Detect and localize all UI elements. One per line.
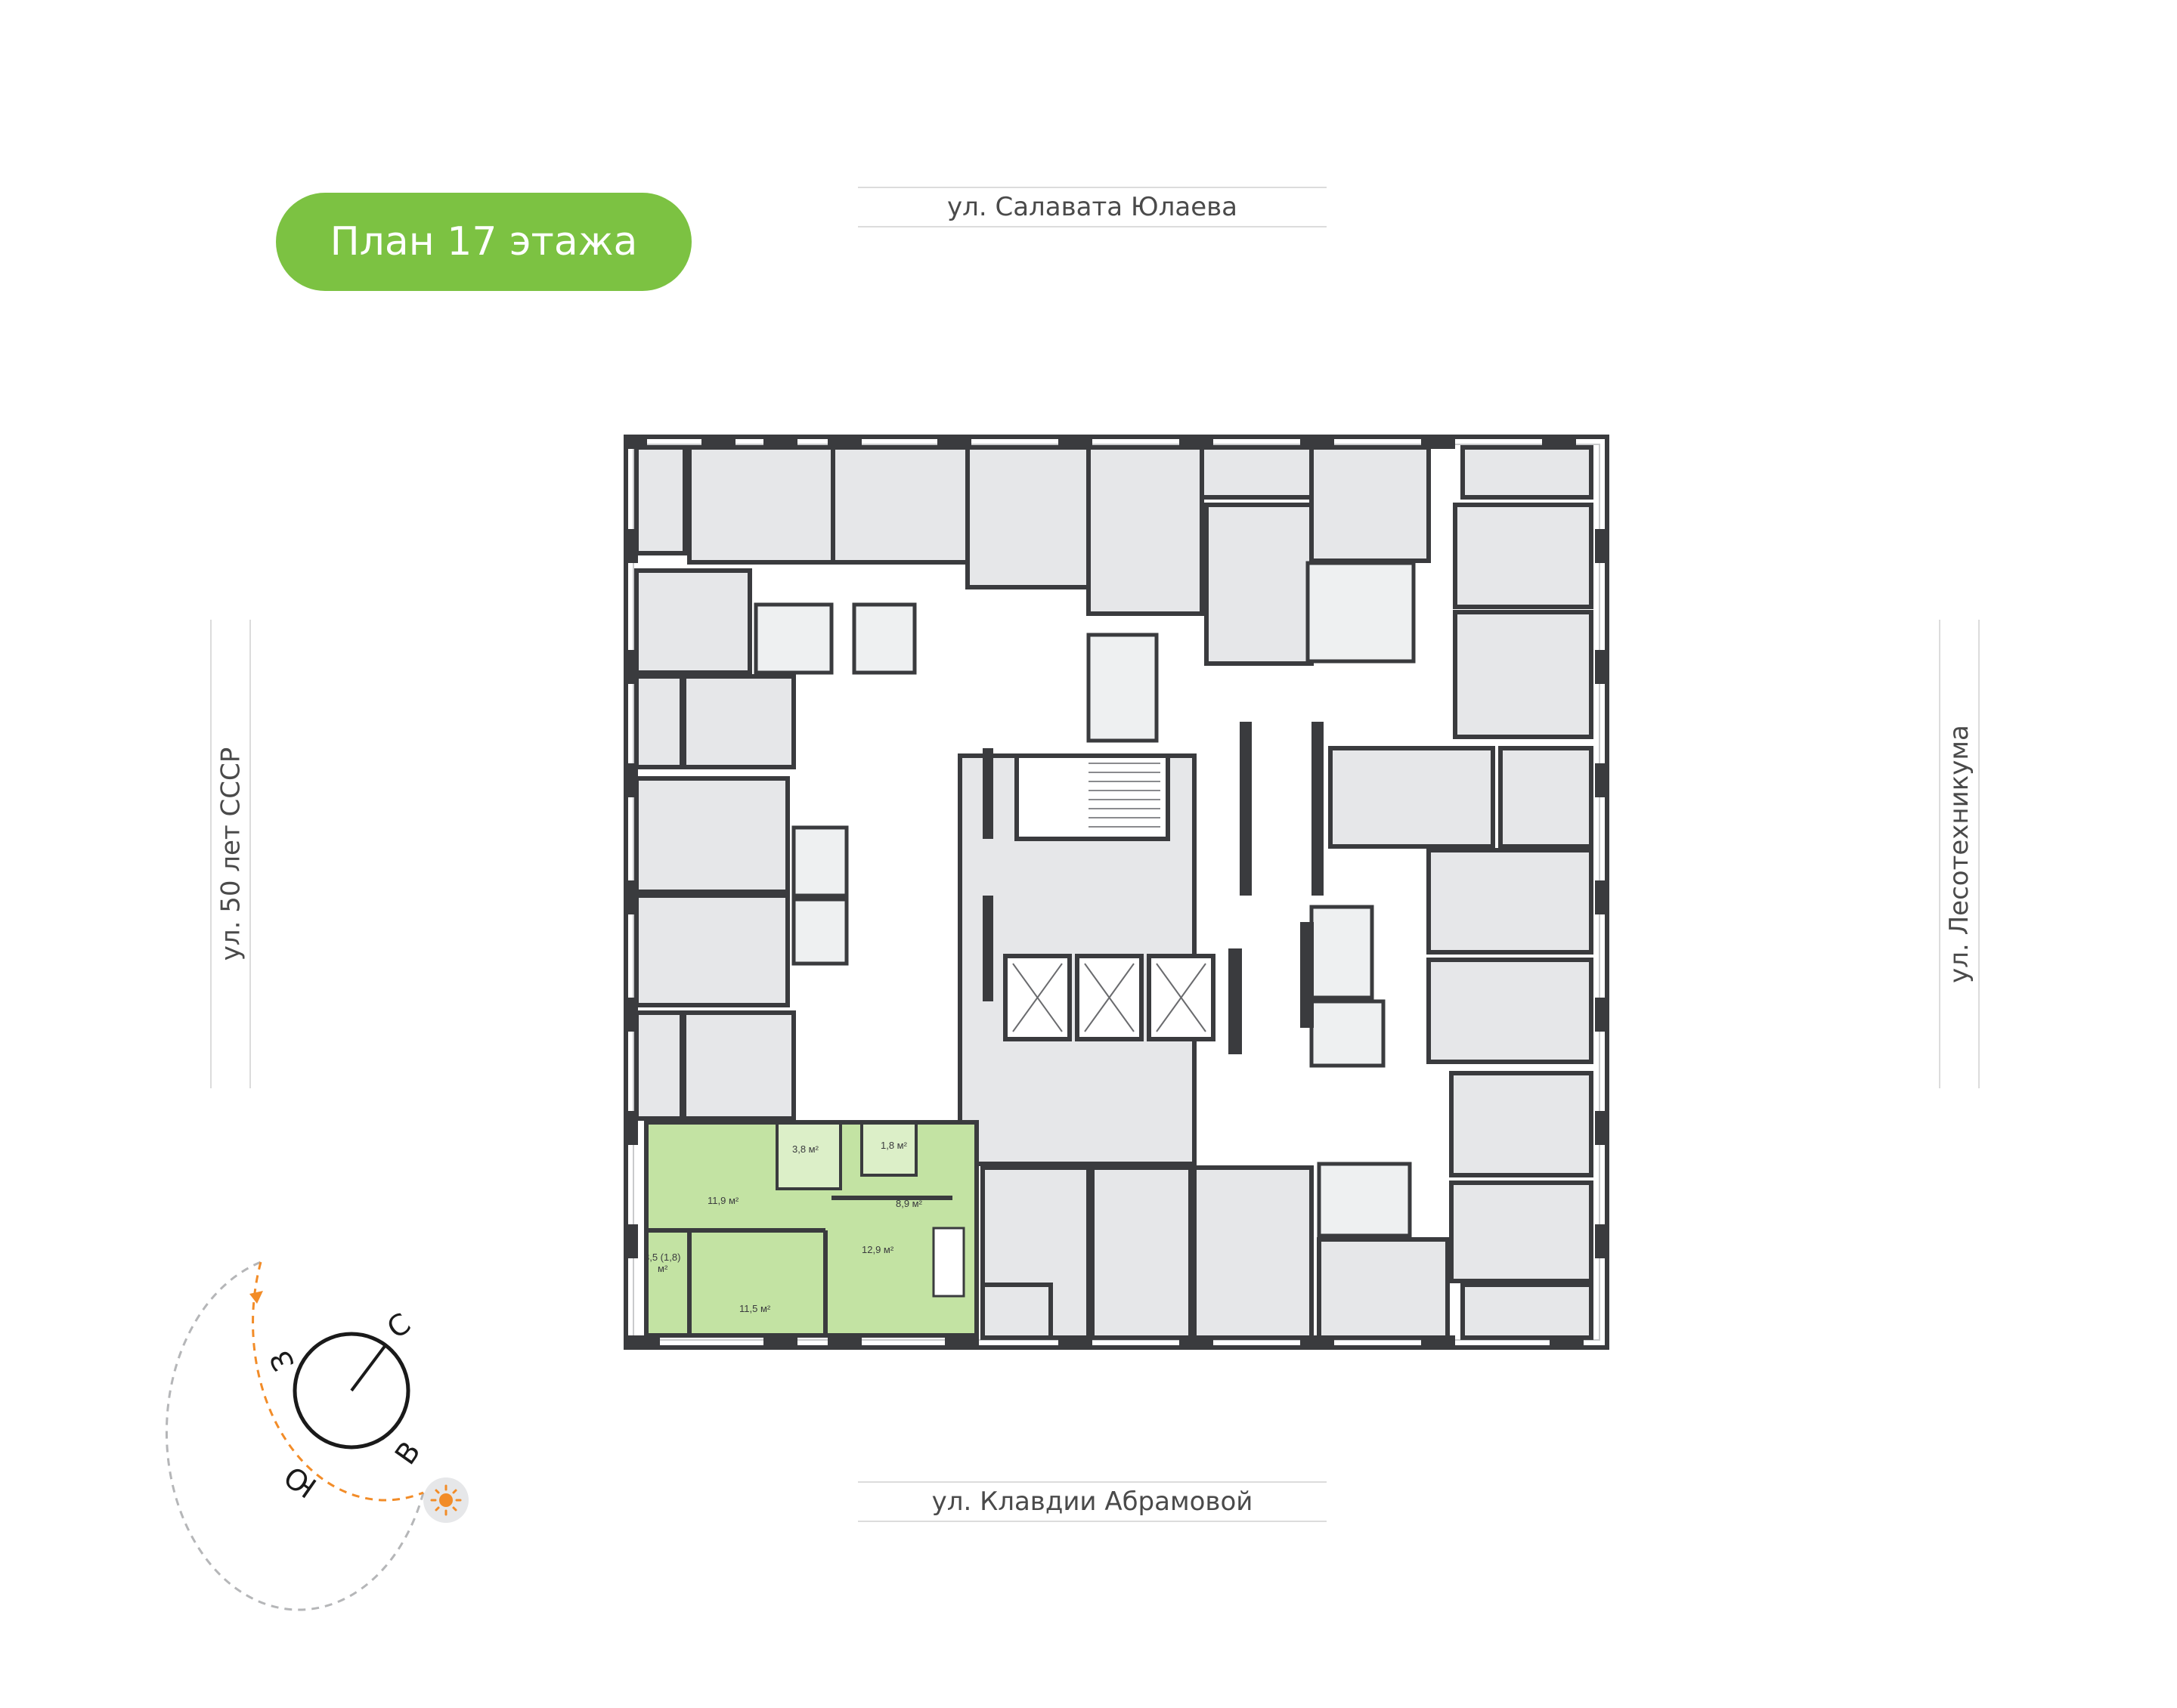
- area-bedroom: 11,5 м²: [739, 1303, 771, 1314]
- compass-east: В: [389, 1435, 427, 1471]
- rooms-north: [634, 445, 1593, 739]
- street-east-label: ул. Лесотехникума: [1939, 620, 1980, 1088]
- outer-wall-piers: [626, 437, 1607, 1348]
- apartment-area-labels: 3,8 м² 1,8 м² 11,9 м² 8,9 м² 12,9 м² 3,5…: [644, 1140, 923, 1314]
- sun-path-arrow-icon: [249, 1291, 263, 1304]
- rooms-west: [634, 568, 796, 1121]
- compass-west: З: [263, 1345, 301, 1376]
- rooms-east: [1328, 746, 1593, 1340]
- compass-needle: [350, 1344, 387, 1392]
- core-walls: [983, 722, 1324, 1054]
- area-kitchen: 12,9 м²: [862, 1244, 894, 1255]
- sun-path: [252, 1261, 424, 1502]
- compass-dial: [293, 1332, 410, 1450]
- floor-title-badge: План 17 этажа: [276, 193, 692, 291]
- stairs: [1088, 763, 1160, 828]
- area-bathroom: 3,8 м²: [792, 1143, 819, 1155]
- street-south-text: ул. Клавдии Абрамовой: [931, 1487, 1253, 1517]
- street-north-label: ул. Салавата Юлаева: [858, 187, 1327, 227]
- floor-title: План 17 этажа: [330, 219, 638, 265]
- sun-icon: [423, 1477, 469, 1523]
- wet-rooms: [754, 561, 1416, 1238]
- area-balcony-unit: м²: [658, 1263, 668, 1274]
- street-north-text: ул. Салавата Юлаева: [947, 192, 1237, 222]
- area-balcony: 3,5 (1,8): [644, 1252, 680, 1263]
- compass-south: Ю: [278, 1459, 323, 1505]
- area-hall: 8,9 м²: [896, 1198, 923, 1209]
- area-toilet: 1,8 м²: [881, 1140, 908, 1151]
- street-south-label: ул. Клавдии Абрамовой: [858, 1481, 1327, 1522]
- elevator-crosses: [1012, 963, 1206, 1032]
- area-living: 11,9 м²: [708, 1195, 739, 1206]
- rooms-south: [980, 1165, 1450, 1340]
- core: [958, 722, 1324, 1166]
- highlighted-apartment: [644, 1120, 979, 1338]
- street-west-label: ул. 50 лет СССР: [210, 620, 251, 1088]
- compass-north: С: [381, 1307, 417, 1345]
- sun-path-shade: [166, 1261, 425, 1611]
